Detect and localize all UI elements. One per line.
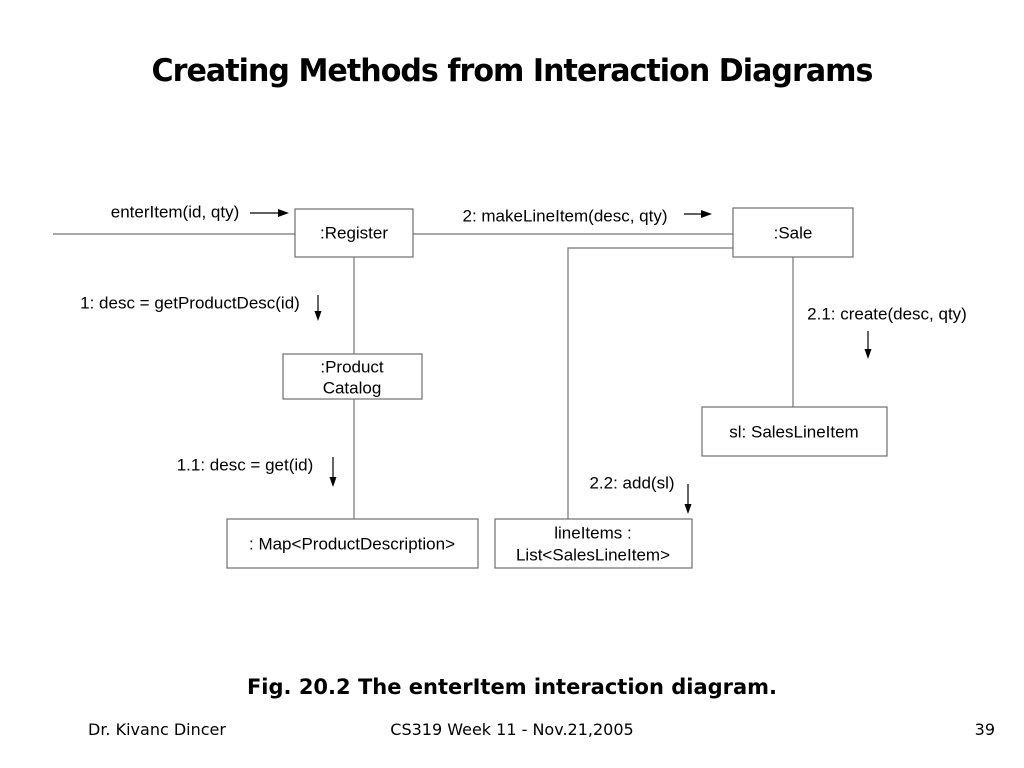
sale-box bbox=[732, 207, 854, 258]
line-items-label-line1: lineItems : bbox=[554, 524, 631, 543]
line-items-box bbox=[494, 518, 693, 569]
footer-author: Dr. Kivanc Dincer bbox=[88, 720, 226, 739]
slide-footer: Dr. Kivanc Dincer CS319 Week 11 - Nov.21… bbox=[0, 720, 1024, 744]
map-label: : Map<ProductDescription> bbox=[249, 535, 455, 554]
get-product-desc-arrow-icon bbox=[314, 295, 322, 321]
get-id-arrow-icon bbox=[329, 457, 337, 487]
line-sale-to-lineitems bbox=[567, 247, 733, 519]
box-labels: :Register :Sale :Product Catalog sl: Sal… bbox=[249, 224, 859, 565]
footer-course-info: CS319 Week 11 - Nov.21,2005 bbox=[390, 720, 634, 739]
register-label: :Register bbox=[320, 224, 388, 243]
enter-item-message: enterItem(id, qty) bbox=[111, 203, 240, 222]
map-box bbox=[226, 518, 479, 569]
create-arrow-icon bbox=[864, 331, 872, 359]
get-product-desc-message: 1: desc = getProductDesc(id) bbox=[80, 294, 300, 313]
line-items-label-line2: List<SalesLineItem> bbox=[516, 546, 670, 565]
connector-lines bbox=[53, 233, 794, 519]
make-line-item-arrow-icon bbox=[684, 210, 712, 218]
message-labels: enterItem(id, qty) 2: makeLineItem(desc,… bbox=[80, 203, 967, 493]
object-boxes bbox=[226, 207, 888, 569]
figure-caption: Fig. 20.2 The enterItem interaction diag… bbox=[246, 675, 778, 699]
enter-item-arrow-icon bbox=[250, 209, 289, 217]
make-line-item-message: 2: makeLineItem(desc, qty) bbox=[462, 207, 667, 226]
get-id-message: 1.1: desc = get(id) bbox=[177, 456, 314, 475]
slide-title: Creating Methods from Interaction Diagra… bbox=[151, 53, 874, 89]
create-message: 2.1: create(desc, qty) bbox=[807, 305, 967, 324]
sales-line-item-box bbox=[701, 406, 888, 457]
product-catalog-label-line1: :Product bbox=[320, 358, 384, 377]
footer-page-number: 39 bbox=[974, 720, 995, 739]
message-arrows bbox=[250, 209, 872, 514]
sales-line-item-label: sl: SalesLineItem bbox=[729, 423, 858, 442]
product-catalog-box bbox=[282, 353, 423, 400]
sale-label: :Sale bbox=[774, 224, 813, 243]
add-sl-arrow-icon bbox=[684, 484, 692, 514]
product-catalog-label-line2: Catalog bbox=[323, 379, 382, 398]
add-sl-message: 2.2: add(sl) bbox=[589, 474, 674, 493]
register-box bbox=[294, 208, 414, 258]
